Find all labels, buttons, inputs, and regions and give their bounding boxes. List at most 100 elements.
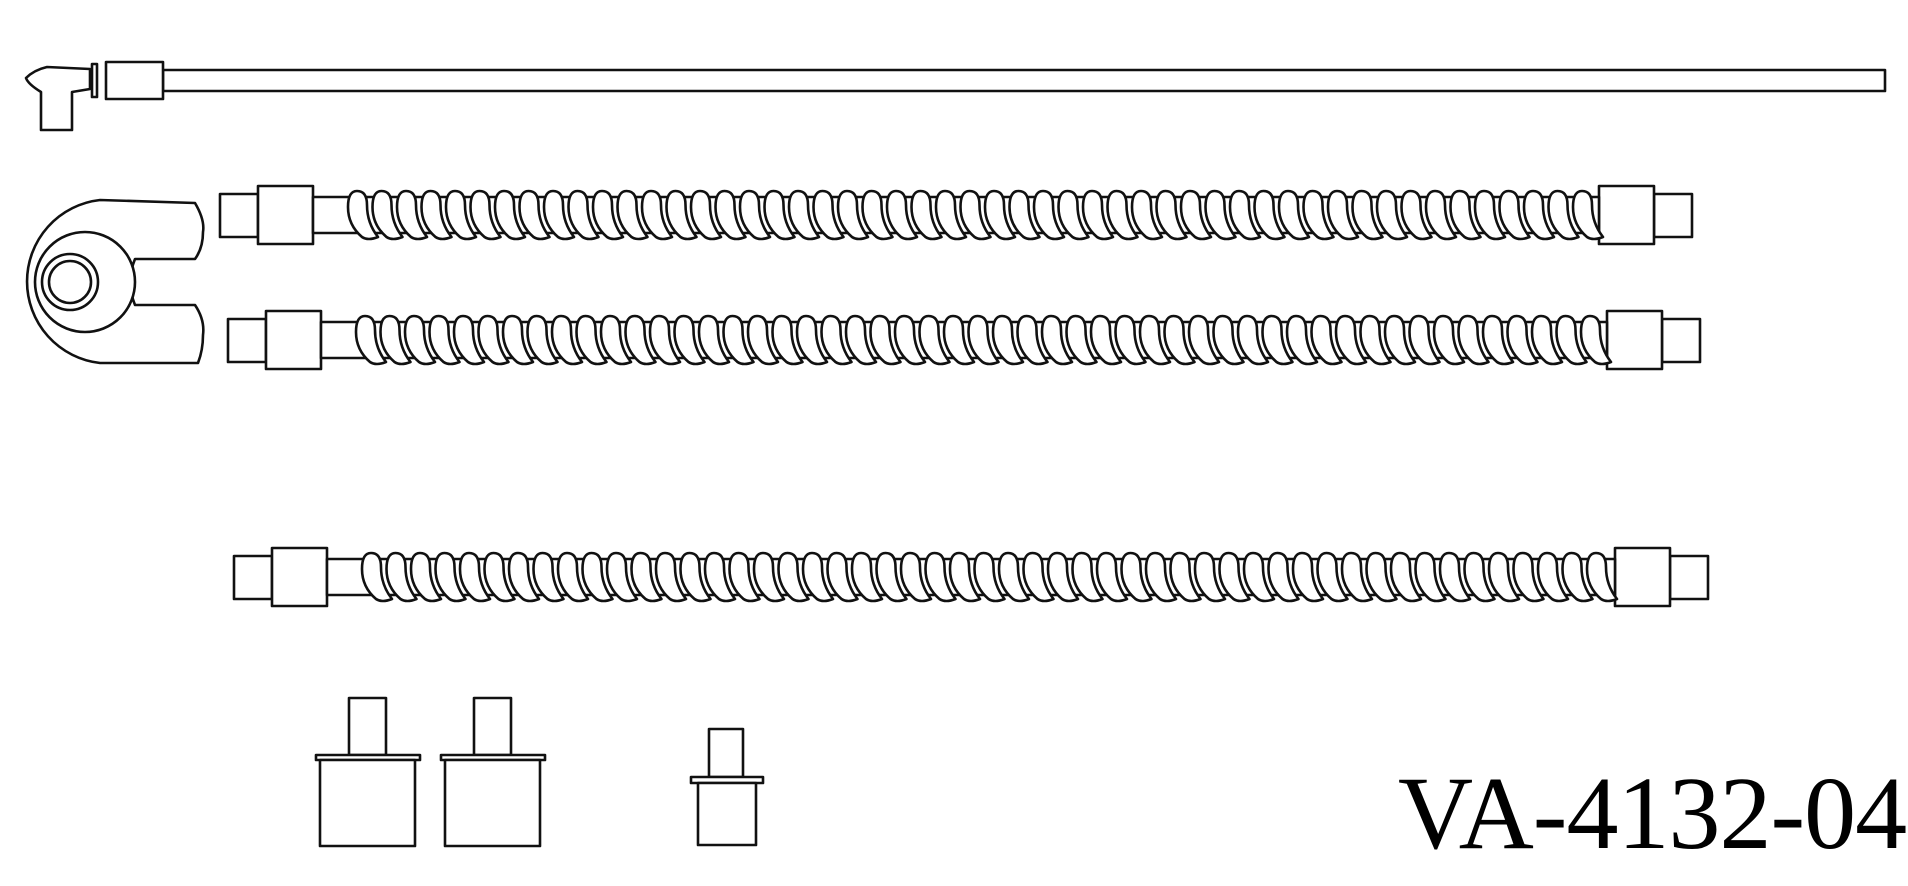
tube-coil <box>910 189 943 241</box>
tube-coil <box>812 189 845 241</box>
tube-coil <box>1022 551 1055 603</box>
tube-coil <box>428 314 461 366</box>
tube-coil <box>1408 314 1441 366</box>
tube-coil <box>507 551 541 603</box>
tube-coil <box>1375 189 1409 241</box>
tube-coil <box>1130 189 1164 241</box>
tube-coil <box>1334 314 1368 366</box>
tube-coil <box>918 314 951 366</box>
tube-coil <box>1291 551 1325 603</box>
tube-coil <box>942 314 976 366</box>
tube-coil <box>1438 551 1472 603</box>
tube-coil <box>1351 189 1384 241</box>
tube-coil <box>1071 551 1104 603</box>
tube-coil <box>1457 314 1490 366</box>
tube-coil <box>665 189 698 241</box>
tube-coil <box>395 189 429 241</box>
tube-coil <box>1326 189 1360 241</box>
tube-coil <box>1057 189 1090 241</box>
tube-coil <box>556 551 590 603</box>
tube-coil <box>581 551 614 603</box>
tube-coil <box>1579 314 1613 366</box>
breathing-tube-1 <box>218 184 1694 246</box>
tube-coil <box>458 551 492 603</box>
tube-coil <box>403 314 437 366</box>
tube-coil <box>532 551 565 603</box>
tube-coil <box>875 551 908 603</box>
tube-coil <box>1506 314 1539 366</box>
tube-coil <box>738 189 772 241</box>
tube-coil <box>948 551 982 603</box>
tube-coil <box>624 314 657 366</box>
tube-coil <box>1547 189 1580 241</box>
tube-coil <box>444 189 478 241</box>
tube-coil <box>550 314 584 366</box>
tube-coil <box>1571 189 1605 241</box>
tube-coil <box>599 314 633 366</box>
tube-coil <box>1261 314 1294 366</box>
tube-coil <box>934 189 968 241</box>
tube-coil <box>869 314 902 366</box>
tube-coil <box>1473 189 1507 241</box>
tube-coil <box>1585 551 1619 603</box>
adapter-large-1 <box>314 696 422 848</box>
tube-coil <box>714 189 747 241</box>
tube-coil <box>1228 189 1262 241</box>
tube-coil <box>591 189 625 241</box>
adapter-large-2 <box>439 696 547 848</box>
tube-coil <box>501 314 535 366</box>
tube-coil <box>648 314 682 366</box>
tube-coil <box>1065 314 1098 366</box>
tube-coil <box>801 551 835 603</box>
tube-coil <box>893 314 927 366</box>
tube-coil <box>1120 551 1153 603</box>
tube-coil <box>354 314 388 366</box>
tube-coil <box>630 551 663 603</box>
tube-coil <box>1424 189 1458 241</box>
tube-coil <box>483 551 516 603</box>
tube-coil <box>605 551 639 603</box>
tube-coil <box>722 314 755 366</box>
tube-coil <box>997 551 1031 603</box>
tube-coil <box>1187 314 1221 366</box>
tube-coil <box>836 189 870 241</box>
tube-coil <box>703 551 737 603</box>
tube-coil <box>1400 189 1433 241</box>
tube-coil <box>983 189 1017 241</box>
tube-coil <box>1046 551 1080 603</box>
tube-coil <box>728 551 761 603</box>
sampling-line <box>24 60 1887 132</box>
tube-coil <box>493 189 527 241</box>
tube-coil <box>1512 551 1545 603</box>
tube-coil <box>1267 551 1300 603</box>
tube-coil <box>1095 551 1129 603</box>
tube-coil <box>1536 551 1570 603</box>
tube-coil <box>959 189 992 241</box>
tube-coil <box>1008 189 1041 241</box>
tube-coil <box>434 551 467 603</box>
tube-coil <box>746 314 780 366</box>
tube-coil <box>1163 314 1196 366</box>
breathing-tube-2 <box>226 309 1702 371</box>
tube-coil <box>924 551 957 603</box>
tube-coil <box>1522 189 1556 241</box>
tube-coil <box>1138 314 1172 366</box>
tube-coil <box>885 189 919 241</box>
tube-coil <box>777 551 810 603</box>
tube-coil <box>469 189 502 241</box>
tube-coil <box>795 314 829 366</box>
tube-coil <box>991 314 1025 366</box>
tube-coil <box>1169 551 1202 603</box>
tube-coil <box>1432 314 1466 366</box>
tube-coil <box>850 551 884 603</box>
tube-coil <box>360 551 394 603</box>
tube-coil <box>379 314 412 366</box>
tube-coil <box>673 314 706 366</box>
tube-coil <box>1236 314 1270 366</box>
tube-coil <box>1285 314 1319 366</box>
tube-coil <box>1449 189 1482 241</box>
tube-coil <box>1253 189 1286 241</box>
tube-coil <box>1389 551 1423 603</box>
tube-coil <box>1040 314 1074 366</box>
tube-coil <box>640 189 674 241</box>
